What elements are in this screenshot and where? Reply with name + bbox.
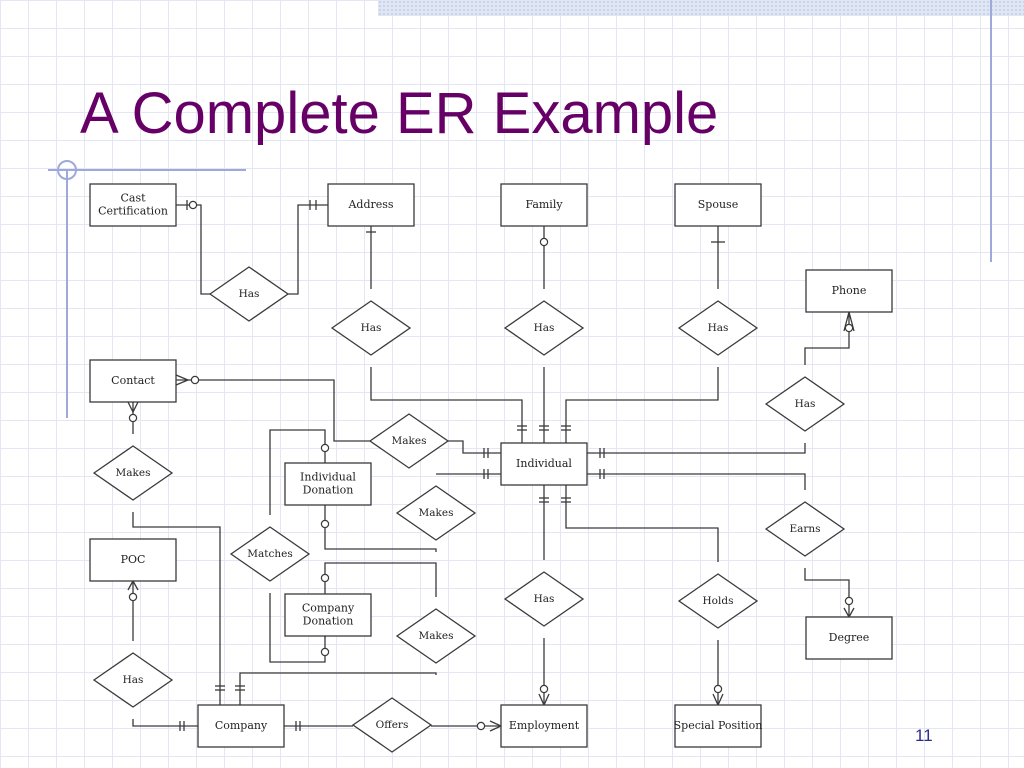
relationship-makes-ind-don: Makes bbox=[395, 485, 477, 541]
entity-box bbox=[327, 183, 415, 227]
entity-label: Phone bbox=[832, 284, 867, 297]
crosshair-decor-icon bbox=[57, 160, 77, 180]
relationship-has-spouse: Has bbox=[677, 300, 759, 356]
entity-specpos: Special Position bbox=[674, 704, 763, 748]
entity-label: Degree bbox=[829, 631, 870, 644]
relationship-label: Has bbox=[795, 398, 816, 410]
entity-box bbox=[89, 359, 177, 403]
relationship-label: Makes bbox=[419, 630, 454, 642]
relationship-label: Makes bbox=[116, 467, 151, 479]
entity-individual: Individual bbox=[500, 442, 588, 486]
entity-poc: POC bbox=[89, 538, 177, 582]
entity-employment: Employment bbox=[500, 704, 588, 748]
entity-label: Individual bbox=[516, 457, 572, 470]
page-number: 11 bbox=[915, 726, 933, 745]
relationship-makes-comp-don: Makes bbox=[395, 608, 477, 664]
entity-label: Donation bbox=[303, 484, 354, 497]
relationship-holds: Holds bbox=[677, 573, 759, 629]
relationship-diamond bbox=[677, 573, 759, 629]
relationship-diamond bbox=[395, 485, 477, 541]
relationship-diamond bbox=[503, 300, 585, 356]
slide-title: A Complete ER Example bbox=[80, 81, 719, 146]
relationship-diamond bbox=[395, 608, 477, 664]
relationship-diamond bbox=[208, 266, 290, 322]
relationship-diamond bbox=[677, 300, 759, 356]
relationship-diamond bbox=[368, 413, 450, 469]
left-decor-rule bbox=[66, 170, 68, 418]
entity-box bbox=[89, 183, 177, 227]
entity-box bbox=[500, 183, 588, 227]
relationship-diamond bbox=[764, 501, 846, 557]
relationship-diamond bbox=[229, 526, 311, 582]
entity-label: Contact bbox=[111, 374, 155, 387]
entity-label: Spouse bbox=[698, 198, 738, 211]
entity-box bbox=[197, 704, 285, 748]
relationship-label: Has bbox=[534, 593, 555, 605]
relationship-label: Has bbox=[534, 322, 555, 334]
relationship-diamond bbox=[92, 652, 174, 708]
relationship-makes-contact: Makes bbox=[92, 445, 174, 501]
entity-label: Employment bbox=[509, 719, 580, 732]
entity-box bbox=[284, 462, 372, 506]
right-decor-rule bbox=[990, 0, 992, 262]
relationship-label: Has bbox=[708, 322, 729, 334]
entity-company: Company bbox=[197, 704, 285, 748]
relationship-label: Holds bbox=[703, 595, 734, 607]
header-band bbox=[378, 0, 1024, 16]
entity-label: Certification bbox=[98, 205, 168, 218]
entity-box bbox=[89, 538, 177, 582]
entity-label: Family bbox=[525, 198, 563, 211]
relationship-label: Offers bbox=[376, 719, 409, 731]
entity-label: Individual bbox=[300, 471, 356, 484]
entity-box bbox=[805, 269, 893, 313]
entity-label: Special Position bbox=[674, 719, 763, 732]
entity-address: Address bbox=[327, 183, 415, 227]
relationship-label: Makes bbox=[392, 435, 427, 447]
entity-contact: Contact bbox=[89, 359, 177, 403]
entity-family: Family bbox=[500, 183, 588, 227]
entity-box bbox=[284, 593, 372, 637]
relationship-has-poc: Has bbox=[92, 652, 174, 708]
entity-degree: Degree bbox=[805, 616, 893, 660]
relationship-has-cast-address: Has bbox=[208, 266, 290, 322]
relationship-diamond bbox=[351, 697, 433, 753]
relationship-label: Makes bbox=[419, 507, 454, 519]
entity-spouse: Spouse bbox=[674, 183, 762, 227]
entity-box bbox=[674, 704, 762, 748]
entity-box bbox=[500, 442, 588, 486]
relationship-label: Has bbox=[361, 322, 382, 334]
entity-box bbox=[674, 183, 762, 227]
relationship-has-family: Has bbox=[503, 300, 585, 356]
entity-box bbox=[805, 616, 893, 660]
entity-phone: Phone bbox=[805, 269, 893, 313]
relationship-label: Matches bbox=[247, 548, 292, 560]
relationship-offers: Offers bbox=[351, 697, 433, 753]
relationship-diamond bbox=[503, 571, 585, 627]
entity-label: Cast bbox=[120, 192, 146, 205]
entity-label: Address bbox=[347, 198, 393, 211]
relationship-label: Earns bbox=[789, 523, 820, 535]
title-underline bbox=[48, 169, 246, 171]
entity-box bbox=[500, 704, 588, 748]
relationship-diamond bbox=[764, 376, 846, 432]
entity-label: POC bbox=[121, 553, 146, 566]
relationship-has-address: Has bbox=[330, 300, 412, 356]
relationship-diamond bbox=[92, 445, 174, 501]
relationship-makes-contact-ind: Makes bbox=[368, 413, 450, 469]
relationship-has-phone: Has bbox=[764, 376, 846, 432]
entity-label: Company bbox=[215, 719, 268, 732]
relationship-label: Has bbox=[239, 288, 260, 300]
relationship-has-employment: Has bbox=[503, 571, 585, 627]
relationship-diamond bbox=[330, 300, 412, 356]
entity-label: Donation bbox=[303, 615, 354, 628]
relationship-label: Has bbox=[123, 674, 144, 686]
entity-label: Company bbox=[302, 602, 355, 615]
relationship-matches: Matches bbox=[229, 526, 311, 582]
relationship-earns: Earns bbox=[764, 501, 846, 557]
